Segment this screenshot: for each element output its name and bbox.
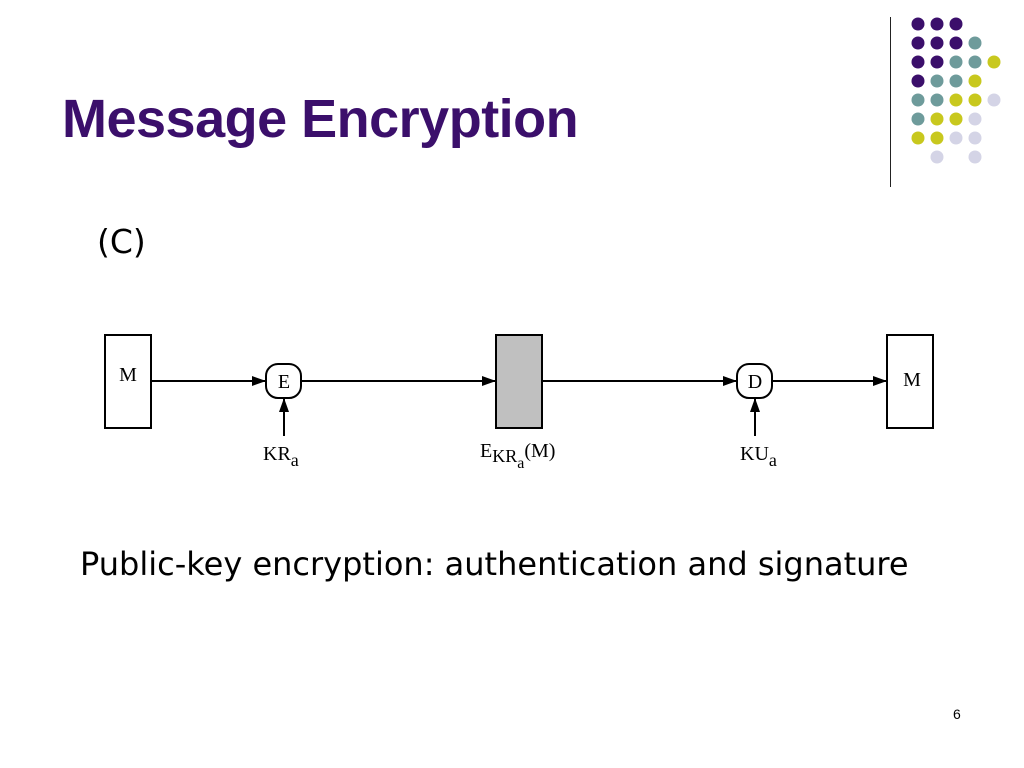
decorative-dot — [930, 17, 944, 31]
decorative-dot — [968, 150, 982, 164]
encrypt-key-label: KRa — [263, 443, 299, 470]
decorative-dot — [987, 55, 1001, 69]
decorative-dot — [949, 131, 963, 145]
decorative-dot-grid — [911, 17, 1001, 164]
decorative-dot — [949, 55, 963, 69]
decorative-dot — [949, 17, 963, 31]
decorative-dot — [911, 17, 925, 31]
decorative-dot — [930, 150, 944, 164]
source-message-box: M — [104, 334, 152, 429]
decrypt-node: D — [736, 363, 773, 399]
decorative-dot — [930, 55, 944, 69]
decorative-dot — [930, 93, 944, 107]
decrypt-node-label: D — [748, 371, 762, 393]
page-number: 6 — [953, 706, 961, 722]
encrypt-node: E — [265, 363, 302, 399]
decorative-dot — [911, 93, 925, 107]
decorative-dot — [911, 74, 925, 88]
decorative-dot — [930, 112, 944, 126]
decorative-dot — [968, 93, 982, 107]
decrypt-key-label: KUa — [740, 443, 777, 470]
dest-message-label: M — [903, 369, 921, 391]
decorative-dot — [930, 74, 944, 88]
encrypt-node-label: E — [278, 371, 290, 393]
decorative-dot — [930, 36, 944, 50]
decorative-dot — [911, 112, 925, 126]
slide-title: Message Encryption — [62, 89, 579, 149]
decorative-dot — [911, 36, 925, 50]
decorative-dot — [949, 36, 963, 50]
decorative-dot — [968, 36, 982, 50]
diagram-label: (C) — [97, 222, 146, 261]
ciphertext-box — [495, 334, 543, 429]
decorative-dot — [987, 93, 1001, 107]
decorative-dot — [968, 131, 982, 145]
decorative-dot — [968, 55, 982, 69]
decorative-dot — [930, 131, 944, 145]
slide-caption: Public-key encryption: authentication an… — [80, 545, 909, 583]
decorative-divider-line — [890, 17, 891, 187]
decorative-dot — [949, 93, 963, 107]
decorative-dot — [949, 74, 963, 88]
decorative-dot — [968, 112, 982, 126]
ciphertext-label: EKRa(M) — [480, 440, 555, 472]
decorative-dot — [949, 112, 963, 126]
source-message-label: M — [119, 364, 137, 386]
dest-message-box: M — [886, 334, 934, 429]
decorative-dot — [911, 55, 925, 69]
decorative-dot — [968, 74, 982, 88]
decorative-dot — [911, 131, 925, 145]
